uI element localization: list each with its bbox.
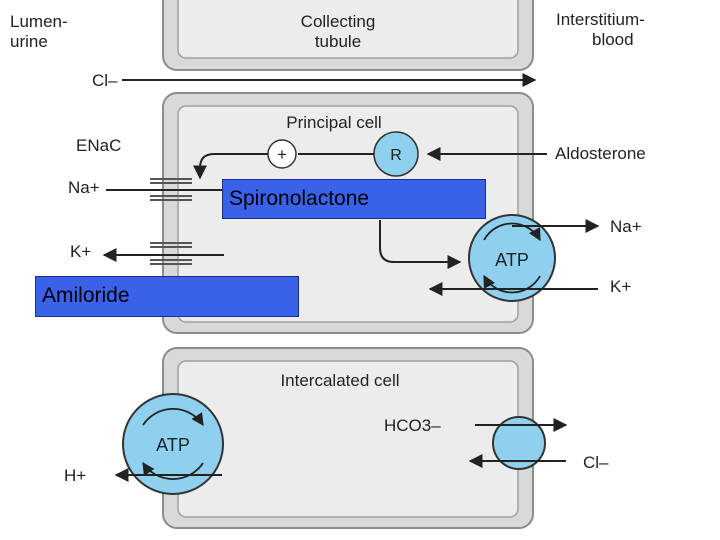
- plus-to-enac-arrow: [193, 153, 268, 180]
- cl-right-label: Cl–: [583, 453, 609, 472]
- interstitium-label-2: blood: [592, 30, 634, 49]
- atp-principal-label: ATP: [495, 250, 529, 270]
- receptor-label: R: [390, 147, 402, 164]
- lumen-label-2: urine: [10, 32, 48, 51]
- k-channel: [150, 242, 192, 265]
- atp-intercalated-label: ATP: [156, 435, 190, 455]
- plus-label: +: [277, 145, 287, 164]
- intercalated-cell: [162, 347, 534, 529]
- receptor-to-atpase-arrow: [379, 220, 462, 269]
- tubule-label-2: tubule: [315, 32, 361, 51]
- k-left-label: K+: [70, 242, 91, 261]
- k-right-label: K+: [610, 277, 631, 296]
- tubule-box: [162, 0, 534, 71]
- h-label: H+: [64, 466, 86, 485]
- hco3-label: HCO3–: [384, 416, 441, 435]
- principal-cell-title: Principal cell: [286, 113, 381, 132]
- aldosterone-label: Aldosterone: [555, 144, 646, 163]
- interstitium-label-1: Interstitium-: [556, 10, 645, 29]
- na-right-label: Na+: [610, 217, 642, 236]
- spironolactone-label: Spironolactone: [222, 179, 486, 219]
- intercalated-cell-title: Intercalated cell: [280, 371, 399, 390]
- tubule-label-1: Collecting: [301, 12, 376, 31]
- na-left-label: Na+: [68, 178, 100, 197]
- lumen-label-1: Lumen-: [10, 12, 68, 31]
- amiloride-label: Amiloride: [35, 276, 299, 317]
- enac-channel: [150, 178, 192, 201]
- na-k-atpase: [468, 214, 556, 302]
- hco3-cl-exchanger: [492, 416, 546, 470]
- h-atpase: [122, 393, 224, 495]
- enac-label: ENaC: [76, 136, 121, 155]
- cl-top-label: Cl–: [92, 71, 118, 90]
